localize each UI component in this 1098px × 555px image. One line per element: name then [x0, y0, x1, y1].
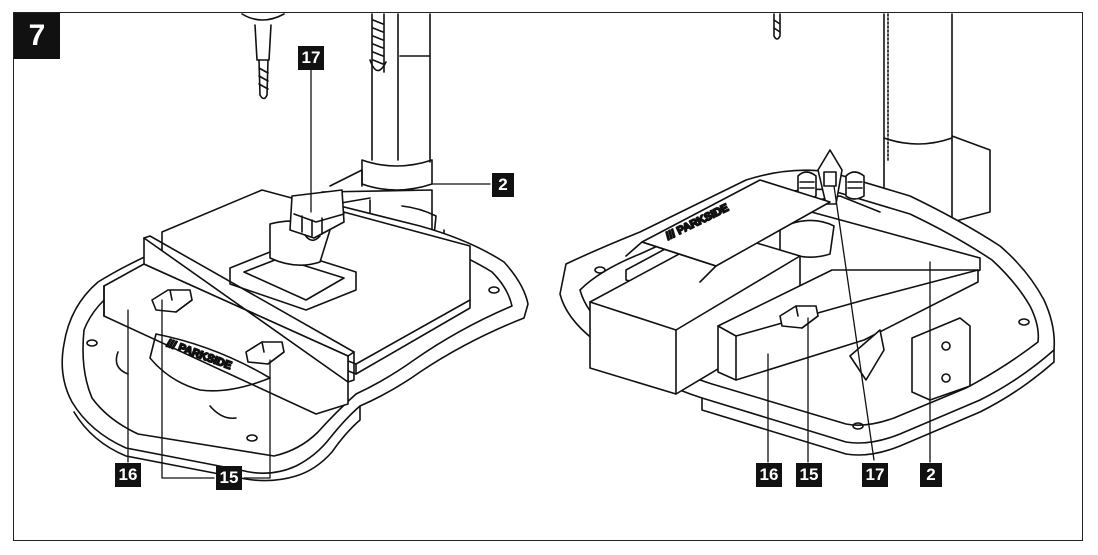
- right-callout-2: 2: [920, 463, 942, 487]
- right-callout-15: 15: [796, 463, 822, 487]
- left-callout-16: 16: [115, 463, 141, 487]
- left-callout-17: 17: [298, 46, 324, 70]
- right-drill-press: /// PARKSIDE: [559, 13, 1056, 463]
- right-callout-16: 16: [756, 463, 782, 487]
- left-drill-bit: [241, 13, 285, 100]
- figure-number: 7: [14, 13, 60, 59]
- right-drill-bit: [773, 13, 781, 40]
- left-column: [369, 13, 431, 163]
- right-laser-unit: [797, 149, 865, 205]
- left-callout-15: 15: [216, 466, 242, 490]
- figure-frame: [13, 12, 1083, 541]
- left-vise: [103, 235, 355, 420]
- left-drill-press: /// PARKSIDE: [61, 13, 529, 482]
- left-callout-2: 2: [492, 173, 514, 197]
- right-vise: [717, 269, 979, 381]
- right-callout-17: 17: [862, 463, 888, 487]
- left-leader-lines: [127, 69, 491, 479]
- right-column-bracket: [849, 317, 971, 401]
- left-laser-unit: [289, 189, 345, 242]
- right-leader-lines: [767, 185, 931, 463]
